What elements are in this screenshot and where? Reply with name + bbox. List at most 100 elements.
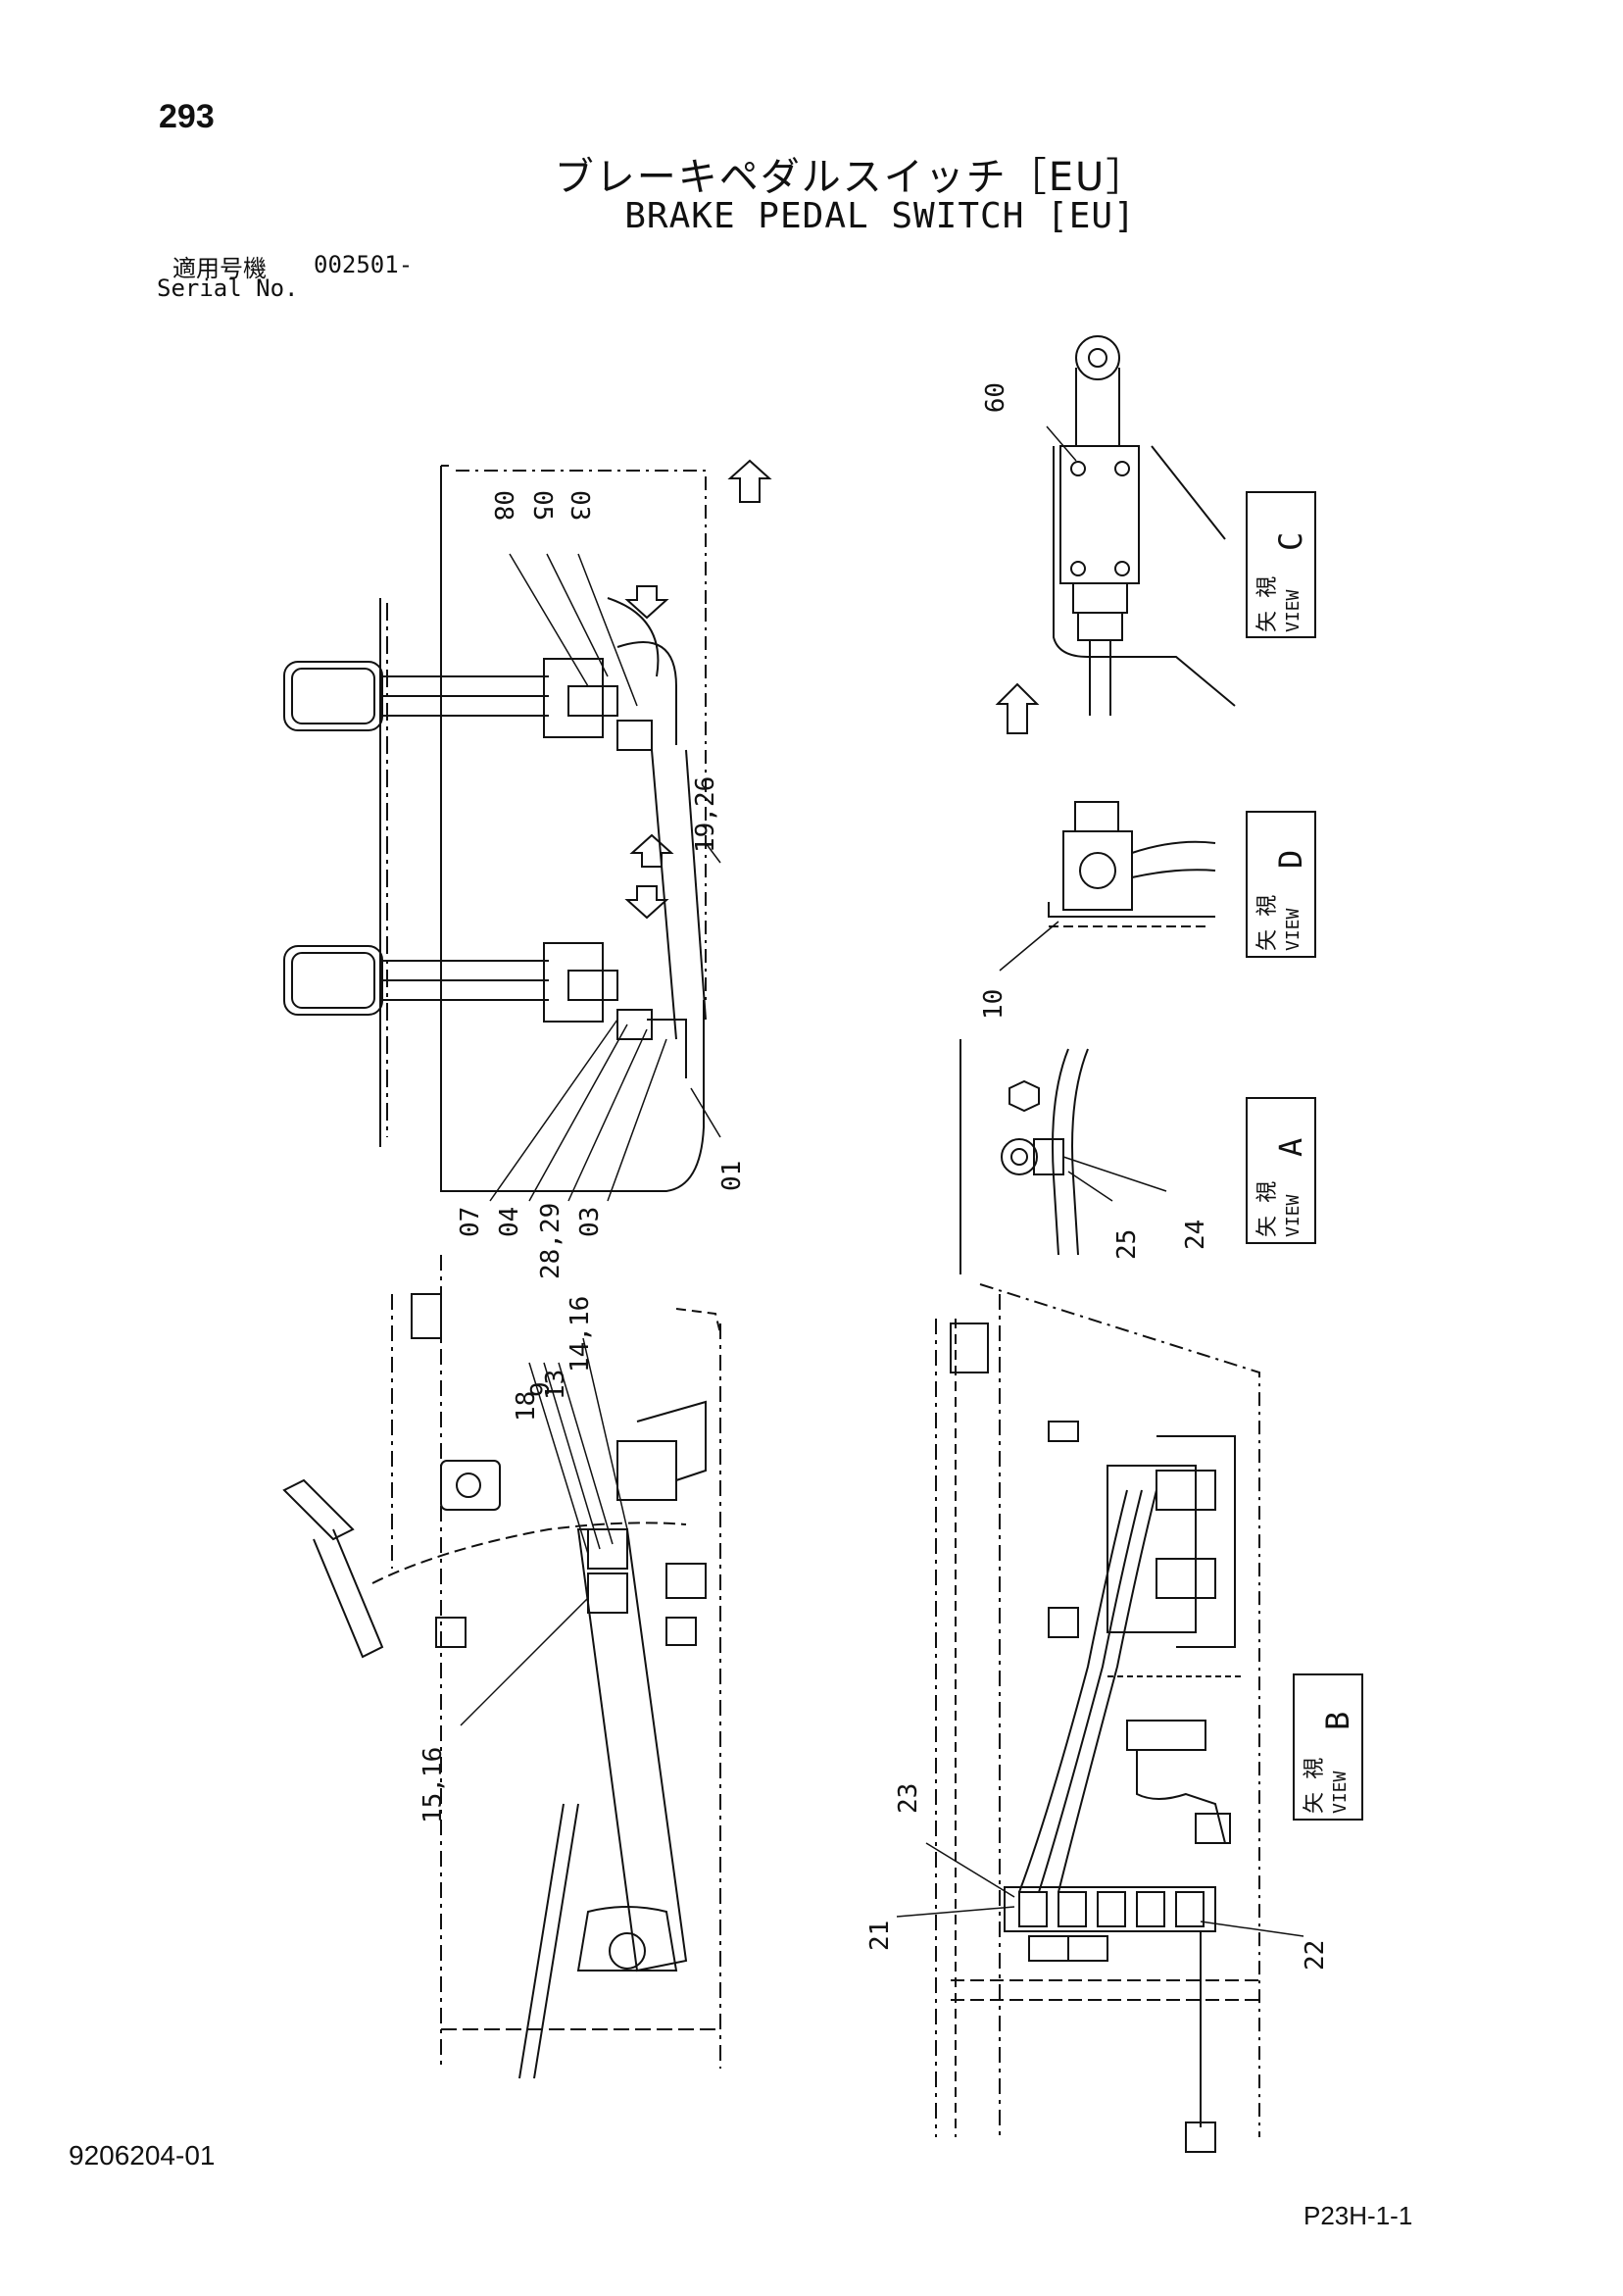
view-b-bottom-fitting (1185, 2121, 1216, 2153)
callout-07: 07 (456, 1207, 485, 1237)
leader-25 (1067, 1171, 1113, 1202)
view-a-harness-b (1071, 1048, 1089, 1256)
lower-pedal-pad-inner (291, 952, 375, 1009)
upper-link (607, 597, 660, 677)
callout-13: 13 (541, 1370, 570, 1400)
side-switch-block-1 (587, 1528, 628, 1570)
callout-23: 23 (894, 1783, 923, 1814)
view-b-under-1 (1028, 1935, 1069, 1962)
pedal-top-view (283, 459, 772, 1202)
pedal-side-view (282, 1255, 721, 2079)
callouts-side-view: 18 9 13 14,16 15,16 (418, 1296, 595, 1823)
view-label-boxes (1246, 491, 1363, 1821)
view-c-en: VIEW (1283, 589, 1303, 632)
leader-24 (1062, 1156, 1167, 1192)
callout-22: 22 (1301, 1940, 1330, 1971)
view-c-detail (995, 335, 1236, 734)
callout-15-16: 15,16 (418, 1747, 448, 1823)
view-d-letter: D (1272, 850, 1309, 869)
switch-d-body (1062, 830, 1133, 911)
leader-19-26 (705, 842, 721, 864)
view-b-mount (950, 1323, 989, 1373)
lower-harness (647, 1019, 687, 1078)
side-pedal-arm (313, 1528, 384, 1659)
leader-10 (999, 921, 1059, 972)
side-valve (665, 1563, 707, 1599)
title-japanese: ブレーキペダルスイッチ［EU］ (554, 155, 1148, 200)
leader-08 (509, 553, 589, 687)
callout-9: 9 (526, 1381, 556, 1397)
base-plate-edge (651, 749, 677, 1040)
switch-screw-2 (1114, 461, 1130, 476)
view-b-harness-a (1018, 1489, 1128, 1893)
side-limit-switch (616, 1440, 677, 1501)
view-b-clip (1048, 1421, 1079, 1442)
callout-08: 08 (488, 490, 517, 521)
switch-d-cable-b (1131, 869, 1216, 878)
side-switch-block-2 (587, 1572, 628, 1614)
view-b-switch-5 (1175, 1891, 1205, 1927)
callout-10: 10 (979, 989, 1008, 1020)
lower-switch-body (567, 970, 618, 1001)
leader-23 (925, 1842, 1015, 1898)
upper-pedal-pad (283, 661, 383, 731)
leader-15-16 (460, 1597, 589, 1726)
view-a-box (1246, 1097, 1316, 1244)
serial-value: 002501- (314, 251, 414, 278)
view-d-detail (999, 801, 1216, 972)
callout-14-16: 14,16 (566, 1296, 595, 1373)
leader-07 (489, 1019, 618, 1202)
callout-18: 18 (512, 1391, 541, 1422)
callout-25: 25 (1112, 1229, 1142, 1260)
lower-pedal-pad (283, 945, 383, 1016)
view-b-pipe (1136, 1750, 1226, 1844)
view-b-switch-2 (1057, 1891, 1087, 1927)
switch-connector (1072, 582, 1128, 614)
side-main-lever (576, 1528, 688, 1972)
leader-18 (528, 1362, 589, 1555)
view-b-switch-3 (1097, 1891, 1126, 1927)
side-switch-bracket (636, 1400, 707, 1481)
view-b-under-2 (1067, 1935, 1108, 1962)
view-b-detail (896, 1283, 1304, 2153)
switch-screw-4 (1114, 561, 1130, 576)
side-bracket-1 (440, 1460, 501, 1511)
view-b-relay-block (1107, 1465, 1197, 1633)
side-mount-lower (435, 1617, 467, 1648)
side-frame-top (675, 1308, 721, 1334)
page-number: 293 (159, 98, 215, 135)
view-c-bracket (1053, 446, 1236, 707)
leader-03-top (577, 553, 638, 707)
frame-dash-outline (456, 470, 707, 608)
view-c-bracket-line (1151, 445, 1226, 540)
leader-04 (528, 1023, 628, 1202)
switch-d-port (1079, 852, 1116, 889)
side-pivot-base (576, 1906, 678, 1972)
switch-d-cap (1074, 801, 1119, 832)
callouts-view-b: 23 21 22 (865, 1783, 1330, 1971)
leader-21 (896, 1906, 1015, 1918)
leader-9 (543, 1362, 601, 1550)
callout-05: 05 (527, 490, 557, 521)
leader-14-16 (582, 1337, 628, 1530)
callout-01: 01 (717, 1161, 747, 1191)
view-b-relay-2 (1156, 1558, 1216, 1599)
callout-19-26: 19,26 (691, 776, 720, 853)
switch-roller (1075, 335, 1120, 380)
view-b-relay-bracket (1156, 1435, 1236, 1648)
view-a-bolt (1001, 1138, 1038, 1175)
leader-05 (546, 553, 609, 677)
upper-pedal-pad-inner (291, 668, 375, 724)
view-b-harness-b (1038, 1489, 1143, 1893)
view-c-box (1246, 491, 1316, 638)
view-b-fitting (1195, 1813, 1231, 1844)
view-arrow-c-top (727, 459, 772, 503)
serial-label-japanese: 適用号機 (172, 255, 267, 282)
document-number: 9206204-01 (69, 2140, 216, 2171)
view-b-en: VIEW (1330, 1771, 1351, 1814)
view-b-box (1293, 1673, 1363, 1821)
view-label-texts: 矢 視 VIEW C 矢 視 VIEW D 矢 視 VIEW A 矢 視 VIE… (1255, 532, 1356, 1814)
switch-d-base (1048, 902, 1215, 918)
view-b-outline (979, 1283, 1260, 2137)
